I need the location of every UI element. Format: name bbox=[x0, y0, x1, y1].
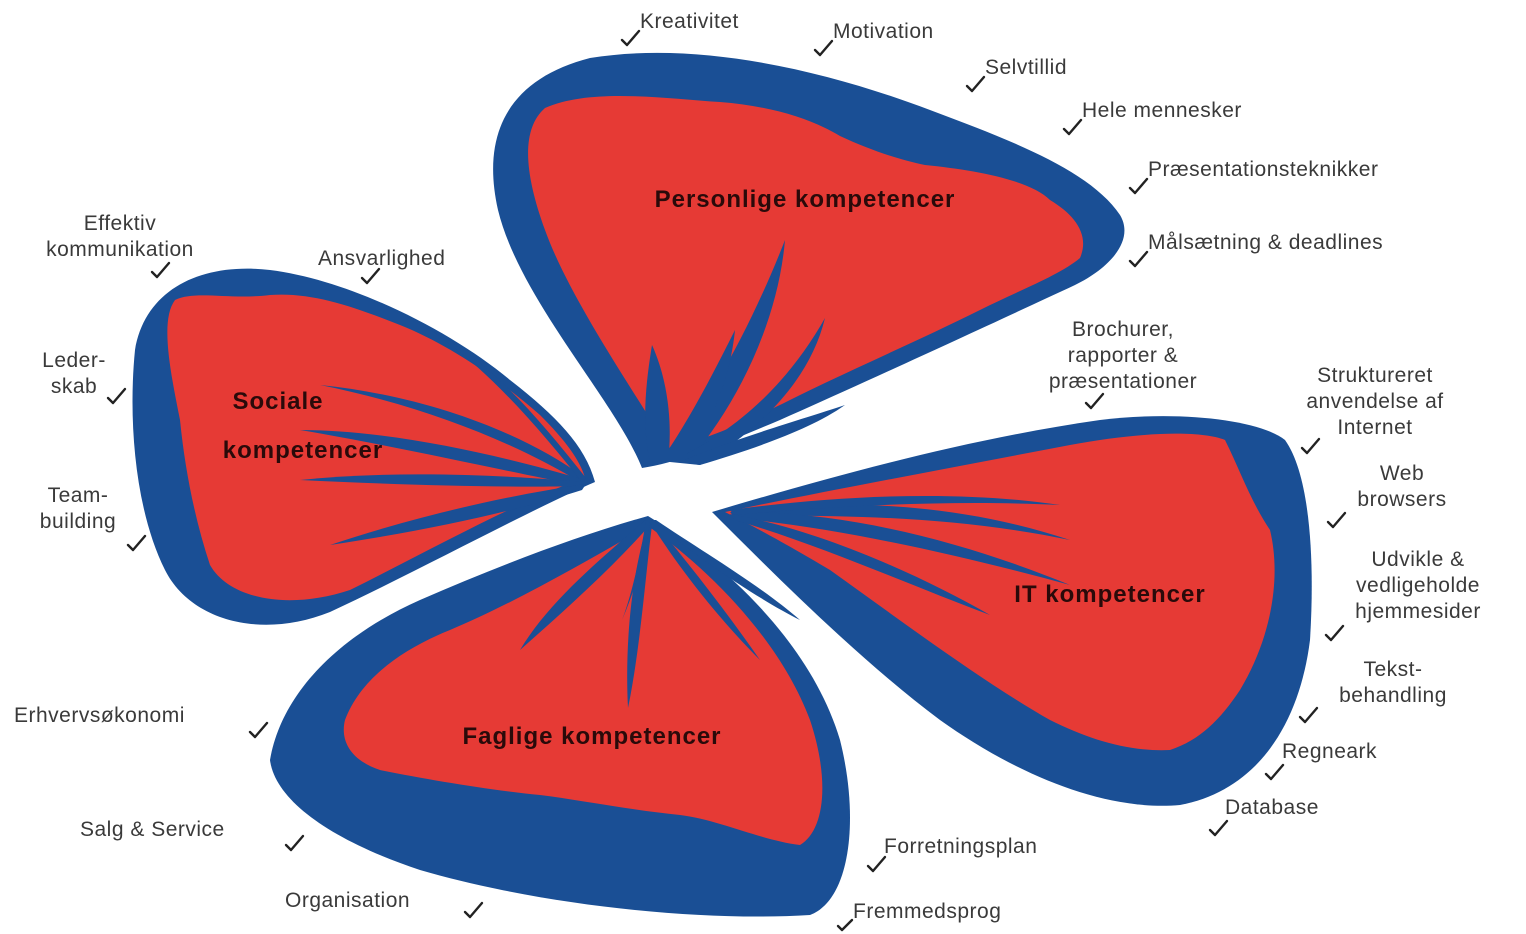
label-selvtillid: Selvtillid bbox=[985, 56, 1067, 79]
petal-faglige-title: Faglige kompetencer bbox=[462, 723, 721, 750]
petal-sociale-title-line2: kompetencer bbox=[223, 437, 383, 464]
petal-personlige: Personlige kompetencer bbox=[493, 53, 1124, 468]
label-tekst-line2: behandling bbox=[1339, 684, 1447, 707]
check-icon bbox=[286, 836, 303, 850]
label-brochurer-line1: Brochurer, bbox=[1072, 318, 1174, 341]
check-icon bbox=[868, 857, 885, 871]
petal-sociale-title-line1: Sociale bbox=[232, 388, 323, 415]
check-icon bbox=[465, 903, 482, 917]
petal-personlige-title: Personlige kompetencer bbox=[655, 186, 956, 213]
label-motivation: Motivation bbox=[833, 20, 934, 43]
check-icon bbox=[108, 389, 125, 403]
petal-it-title: IT kompetencer bbox=[1014, 581, 1205, 608]
check-icon bbox=[362, 269, 379, 283]
label-ansvarlighed: Ansvarlighed bbox=[318, 247, 445, 270]
check-icon bbox=[838, 920, 852, 930]
check-icon bbox=[128, 536, 145, 550]
label-internet-line2: anvendelse af bbox=[1306, 390, 1443, 413]
check-icon bbox=[1130, 179, 1147, 193]
label-brochurer-line2: rapporter & bbox=[1068, 344, 1179, 367]
label-effektiv-line1: Effektiv bbox=[84, 212, 156, 235]
check-icon bbox=[1064, 120, 1081, 134]
label-kreativitet: Kreativitet bbox=[640, 10, 739, 33]
label-maalsaetning: Målsætning & deadlines bbox=[1148, 231, 1383, 254]
check-icon bbox=[1130, 252, 1147, 266]
label-teambuilding-line1: Team- bbox=[48, 484, 109, 507]
label-teambuilding-line2: building bbox=[40, 510, 116, 533]
check-icon bbox=[250, 723, 267, 737]
check-icon bbox=[1086, 394, 1103, 408]
check-icon bbox=[1300, 708, 1317, 722]
check-icon bbox=[152, 263, 169, 277]
label-web-line2: browsers bbox=[1357, 488, 1446, 511]
label-forretningsplan: Forretningsplan bbox=[884, 835, 1037, 858]
label-hjemmesider-line2: vedligeholde bbox=[1356, 574, 1480, 597]
label-brochurer-line3: præsentationer bbox=[1049, 370, 1197, 393]
check-icon bbox=[622, 31, 639, 45]
label-erhvervsoekonomi: Erhvervsøkonomi bbox=[14, 704, 185, 727]
label-lederskab-line2: skab bbox=[51, 375, 97, 398]
label-internet-line1: Struktureret bbox=[1317, 364, 1433, 387]
label-hjemmesider-line3: hjemmesider bbox=[1355, 600, 1481, 623]
label-web-line1: Web bbox=[1380, 462, 1424, 485]
check-icon bbox=[1210, 821, 1227, 835]
label-regneark: Regneark bbox=[1282, 740, 1377, 763]
check-icon bbox=[1266, 765, 1283, 779]
label-internet-line3: Internet bbox=[1337, 416, 1412, 439]
check-icon bbox=[967, 77, 984, 91]
label-database: Database bbox=[1225, 796, 1319, 819]
label-tekst-line1: Tekst- bbox=[1363, 658, 1422, 681]
label-praesentationsteknikker: Præsentationsteknikker bbox=[1148, 158, 1378, 181]
label-effektiv-line2: kommunikation bbox=[46, 238, 194, 261]
check-icon bbox=[1328, 513, 1345, 527]
label-organisation: Organisation bbox=[285, 889, 410, 912]
check-icon bbox=[1326, 626, 1343, 640]
label-lederskab-line1: Leder- bbox=[42, 349, 106, 372]
check-icon bbox=[815, 41, 832, 55]
label-hjemmesider-line1: Udvikle & bbox=[1371, 548, 1464, 571]
label-fremmedsprog: Fremmedsprog bbox=[853, 900, 1001, 923]
check-icon bbox=[1302, 439, 1319, 453]
label-hele-mennesker: Hele mennesker bbox=[1082, 99, 1242, 122]
label-salg-service: Salg & Service bbox=[80, 818, 225, 841]
